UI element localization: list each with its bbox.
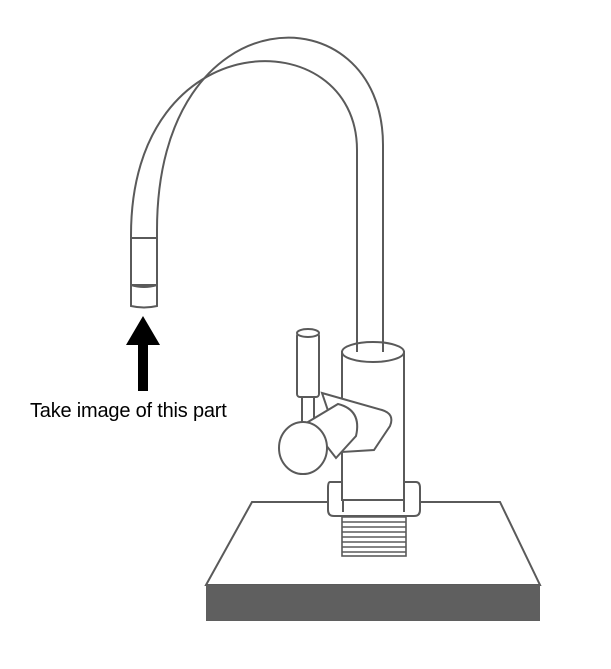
lever-handle	[278, 328, 393, 475]
gooseneck-spout	[130, 36, 384, 352]
spout-tip	[130, 284, 158, 309]
instruction-caption: Take image of this part	[30, 400, 227, 422]
countertop-front-face	[206, 585, 540, 621]
arrow-up-icon	[126, 316, 160, 391]
threaded-shank	[341, 511, 407, 557]
